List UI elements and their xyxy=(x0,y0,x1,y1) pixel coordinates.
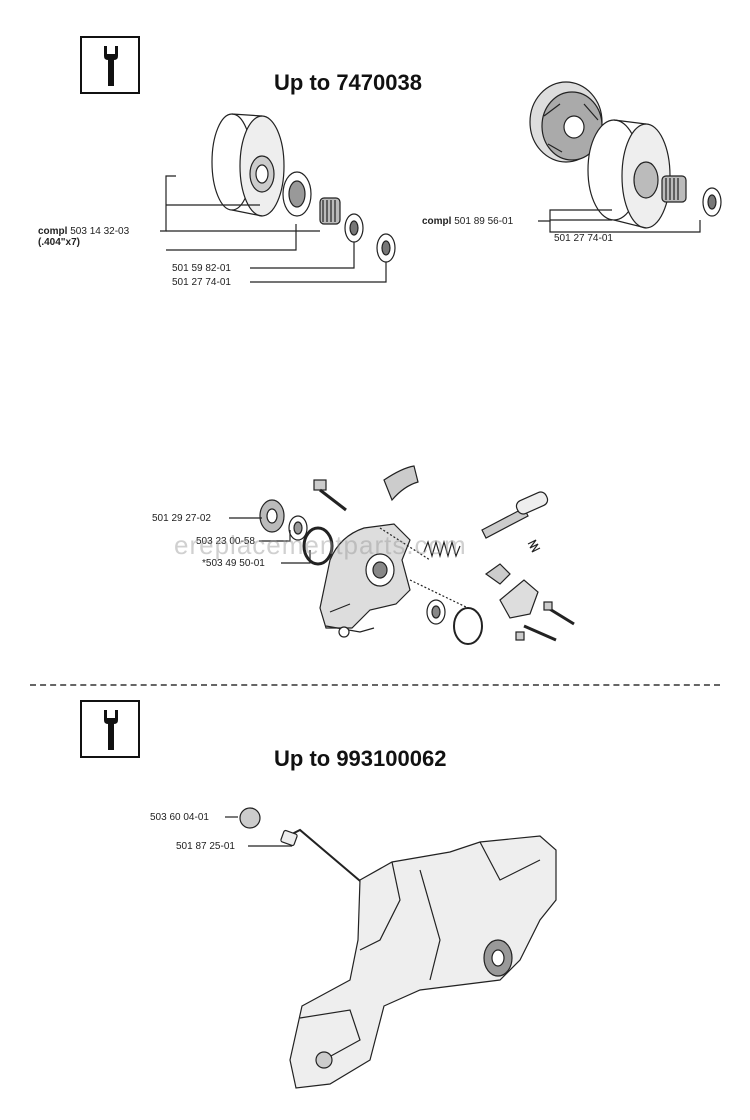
screw-right-2 xyxy=(515,624,557,642)
clutch-assembly-right xyxy=(529,81,603,163)
needle-bearing-right xyxy=(661,175,687,203)
compl-prefix: compl xyxy=(38,226,68,237)
section-divider xyxy=(30,684,720,686)
compl-prefix-right: compl xyxy=(422,216,452,227)
clutch-drum-left xyxy=(211,113,285,217)
washer-right xyxy=(702,187,722,217)
screw-top xyxy=(313,479,347,512)
adjuster-bracket xyxy=(484,563,539,619)
tool-box-1 xyxy=(80,36,140,94)
washer-mid xyxy=(288,515,308,541)
label-part-left-a: 501 59 82-01 xyxy=(172,263,231,274)
clutch-drum-right xyxy=(587,119,671,229)
wrench-icon xyxy=(104,46,118,86)
crankcase-body xyxy=(289,835,557,1089)
label-part-s2-c: *503 49 50-01 xyxy=(202,558,265,569)
compl-size-text: (.404"x7) xyxy=(38,237,80,248)
tool-box-2 xyxy=(80,700,140,758)
wrench-icon xyxy=(104,710,118,750)
spring-small xyxy=(527,539,541,553)
pump-plunger xyxy=(481,491,549,539)
sprocket-rim-left xyxy=(282,171,312,217)
label-compl-left: compl 503 14 32-03 xyxy=(38,226,129,237)
compl-part-number: 503 14 32-03 xyxy=(70,226,130,237)
label-part-left-b: 501 27 74-01 xyxy=(172,277,231,288)
sprocket-small xyxy=(259,499,285,533)
section-title-2: Up to 993100062 xyxy=(274,746,447,771)
watermark: ereplacementparts.com xyxy=(174,530,467,560)
screw-right-1 xyxy=(543,601,575,626)
pump-spring xyxy=(423,539,461,559)
label-part-right-a: 501 27 74-01 xyxy=(554,233,613,244)
o-ring-mid xyxy=(302,526,334,566)
pump-housing xyxy=(319,523,411,638)
label-compl-size: (.404"x7) xyxy=(38,237,80,248)
label-part-s3-a: 503 60 04-01 xyxy=(150,812,209,823)
rubber-pad xyxy=(383,465,419,502)
threaded-pin xyxy=(280,828,367,887)
section-title-1: Up to 7470038 xyxy=(274,70,422,95)
washer-left-2 xyxy=(376,233,396,263)
label-compl-right: compl 501 89 56-01 xyxy=(422,216,513,227)
label-part-s2-a: 501 29 27-02 xyxy=(152,513,211,524)
label-part-s3-b: 501 87 25-01 xyxy=(176,841,235,852)
rubber-plug xyxy=(239,807,261,829)
washer-bottom xyxy=(426,599,446,625)
label-part-s2-b: 503 23 00-58 xyxy=(196,536,255,547)
washer-left-1 xyxy=(344,213,364,243)
compl-part-number-right: 501 89 56-01 xyxy=(454,216,514,227)
needle-bearing-left xyxy=(319,197,341,225)
o-ring-bottom xyxy=(453,607,483,645)
